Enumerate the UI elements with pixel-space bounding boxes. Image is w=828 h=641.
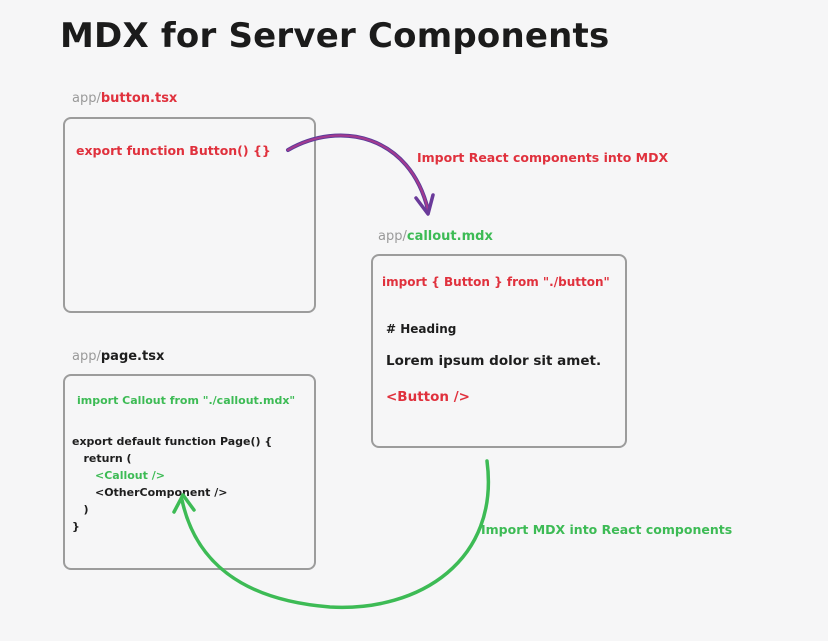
callout-file-box: import { Button } from "./button" # Head… <box>371 254 627 448</box>
green-arrow <box>172 459 491 610</box>
page-code-line-callout: <Callout /> <box>72 469 165 482</box>
purple-arrow <box>286 133 435 216</box>
button-file-box: export function Button() {} <box>63 117 316 313</box>
page-code-line-1: export default function Page() { <box>72 435 273 448</box>
callout-file-label: app/callout.mdx <box>378 229 493 244</box>
button-file-label: app/button.tsx <box>72 91 177 106</box>
page-file-name: page.tsx <box>100 349 165 364</box>
page-file-label: app/page.tsx <box>72 349 164 364</box>
button-file-name: button.tsx <box>100 91 178 106</box>
page-code-line-6: } <box>72 520 80 533</box>
callout-import-line: import { Button } from "./button" <box>382 275 610 289</box>
page-import-line: import Callout from "./callout.mdx" <box>77 394 296 407</box>
callout-button-line: <Button /> <box>386 389 470 405</box>
annotation-import-react-into-mdx: Import React components into MDX <box>417 150 669 165</box>
diagram-title: MDX for Server Components <box>60 16 610 56</box>
button-export-line: export function Button() {} <box>76 143 271 158</box>
callout-file-name: callout.mdx <box>406 229 493 244</box>
callout-file-dir: app/ <box>378 229 407 244</box>
callout-heading-line: # Heading <box>386 322 457 336</box>
annotation-import-mdx-into-react: Import MDX into React components <box>481 522 733 537</box>
page-file-box: import Callout from "./callout.mdx" expo… <box>63 374 316 570</box>
button-file-dir: app/ <box>72 91 101 106</box>
callout-paragraph-line: Lorem ipsum dolor sit amet. <box>386 353 602 369</box>
page-code-line-2: return ( <box>72 452 132 465</box>
page-file-dir: app/ <box>72 349 101 364</box>
page-code-line-5: ) <box>72 503 89 516</box>
